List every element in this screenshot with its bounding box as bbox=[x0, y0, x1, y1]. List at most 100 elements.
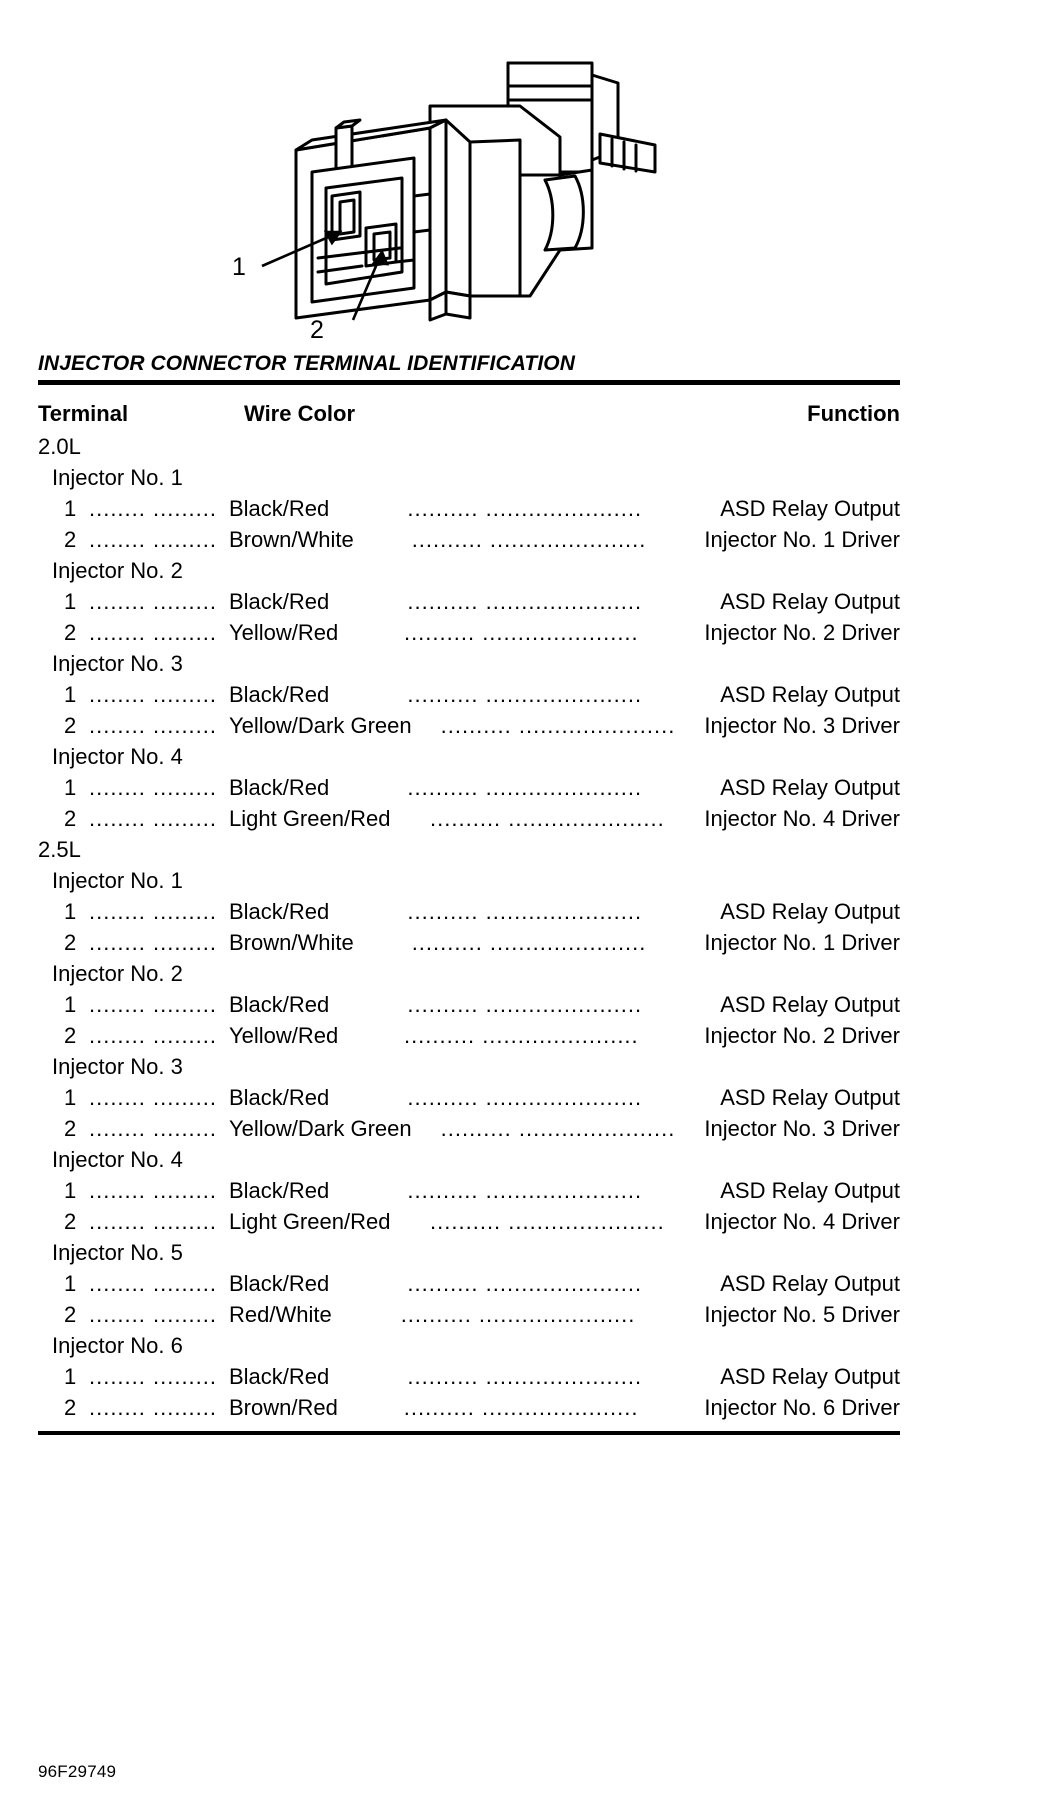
table-row: 2 ........ ......... Red/White .......... .… bbox=[38, 1299, 900, 1330]
column-header-terminal: Terminal bbox=[38, 401, 129, 427]
table-row: 1 ........ ......... Black/Red .......... .… bbox=[38, 1268, 900, 1299]
table-row: 2........ .........Yellow/Dark Green....… bbox=[38, 710, 900, 741]
engine-group-header: 2.5L bbox=[38, 837, 81, 863]
table-row: 1........ .........Black/Red.......... .… bbox=[38, 896, 900, 927]
table-row: 2........ .........Light Green/Red......… bbox=[38, 1206, 900, 1237]
dot-leader: .......... ...................... bbox=[440, 713, 676, 739]
dot-leader: ........ ......... bbox=[88, 1271, 218, 1297]
injector-group-header: Injector No. 1 bbox=[52, 868, 183, 894]
cell-wire-color: Light Green/Red bbox=[229, 1209, 391, 1235]
dot-leader: .......... ...................... bbox=[403, 1023, 639, 1049]
table-row: 1........ .........Black/Red.......... .… bbox=[38, 586, 900, 617]
cell-wire-color: Black/Red bbox=[229, 1085, 330, 1111]
dot-leader: .......... ...................... bbox=[411, 930, 647, 956]
cell-function: ASD Relay Output bbox=[720, 1085, 900, 1111]
dot-leader: ........ ......... bbox=[88, 1302, 218, 1328]
cell-terminal: 2 bbox=[64, 1209, 77, 1235]
cell-wire-color: Black/Red bbox=[229, 1271, 330, 1297]
injector-group-header: Injector No. 4 bbox=[52, 1147, 183, 1173]
dot-leader: .......... ...................... bbox=[407, 1085, 643, 1111]
cell-function: ASD Relay Output bbox=[720, 899, 900, 925]
cell-wire-color: Black/Red bbox=[229, 682, 330, 708]
cell-function: Injector No. 2 Driver bbox=[704, 1023, 900, 1049]
cell-terminal: 1 bbox=[64, 1085, 77, 1111]
table-row: 1........ .........Black/Red.......... .… bbox=[38, 679, 900, 710]
cell-wire-color: Brown/White bbox=[229, 930, 354, 956]
dot-leader: ........ ......... bbox=[88, 899, 218, 925]
table-row: 2........ .........Brown/Red.......... .… bbox=[38, 1392, 900, 1423]
dot-leader: .......... ...................... bbox=[407, 1178, 643, 1204]
column-header-function: Function bbox=[807, 401, 900, 427]
cell-terminal: 2 bbox=[64, 1302, 77, 1328]
cell-wire-color: Yellow/Dark Green bbox=[229, 1116, 412, 1142]
cell-terminal: 2 bbox=[64, 527, 77, 553]
dot-leader: .......... ...................... bbox=[430, 1209, 665, 1235]
dot-leader: .......... ...................... bbox=[403, 620, 639, 646]
dot-leader: .......... ...................... bbox=[440, 1116, 676, 1142]
cell-terminal: 1 bbox=[64, 682, 77, 708]
dot-leader: ........ ......... bbox=[88, 1364, 218, 1390]
cell-wire-color: Red/White bbox=[229, 1302, 332, 1328]
callout-label-1: 1 bbox=[232, 253, 246, 281]
injector-terminal-table: INJECTOR CONNECTOR TERMINAL IDENTIFICATI… bbox=[38, 352, 900, 1436]
cell-wire-color: Black/Red bbox=[229, 775, 330, 801]
table-row: 1 ........ ......... Black/Red .......... .… bbox=[38, 1082, 900, 1113]
table-row: 2........ .........Yellow/Red.......... … bbox=[38, 1020, 900, 1051]
cell-function: ASD Relay Output bbox=[720, 589, 900, 615]
dot-leader: ........ ......... bbox=[88, 806, 218, 832]
dot-leader: ........ ......... bbox=[88, 1085, 218, 1111]
dot-leader: ........ ......... bbox=[88, 589, 218, 615]
cell-terminal: 2 bbox=[64, 713, 77, 739]
cell-wire-color: Light Green/Red bbox=[229, 806, 391, 832]
cell-terminal: 1 bbox=[64, 1271, 77, 1297]
table-row: 2........ .........Yellow/Dark Green....… bbox=[38, 1113, 900, 1144]
injector-group-header: Injector No. 2 bbox=[52, 558, 183, 584]
cell-function: ASD Relay Output bbox=[720, 775, 900, 801]
cell-terminal: 1 bbox=[64, 775, 77, 801]
cell-function: ASD Relay Output bbox=[720, 682, 900, 708]
dot-leader: ........ ......... bbox=[88, 930, 218, 956]
table-row: 1........ .........Black/Red.......... .… bbox=[38, 772, 900, 803]
table-row: 2 ........ ......... Brown/White..........… bbox=[38, 927, 900, 958]
table-row: 2........ .........Brown/White..........… bbox=[38, 524, 900, 555]
cell-terminal: 1 bbox=[64, 589, 77, 615]
dot-leader: .......... ...................... bbox=[407, 775, 643, 801]
cell-function: Injector No. 5 Driver bbox=[704, 1302, 900, 1328]
table-header-row: Terminal Wire Color Function bbox=[38, 385, 900, 431]
dot-leader: ........ ......... bbox=[88, 527, 218, 553]
cell-wire-color: Black/Red bbox=[229, 1364, 330, 1390]
cell-function: Injector No. 4 Driver bbox=[704, 1209, 900, 1235]
dot-leader: ........ ......... bbox=[88, 1395, 218, 1421]
dot-leader: .......... ...................... bbox=[407, 1271, 643, 1297]
cell-terminal: 2 bbox=[64, 930, 77, 956]
dot-leader: .......... ...................... bbox=[400, 1302, 636, 1328]
table-row: 2........ .........Light Green/Red......… bbox=[38, 803, 900, 834]
cell-terminal: 1 bbox=[64, 1178, 77, 1204]
cell-terminal: 1 bbox=[64, 1364, 77, 1390]
cell-function: ASD Relay Output bbox=[720, 992, 900, 1018]
cell-terminal: 1 bbox=[64, 496, 77, 522]
injector-group-header: Injector No. 3 bbox=[52, 1054, 183, 1080]
column-header-wire-color: Wire Color bbox=[244, 401, 356, 427]
table-row: 1........ .........Black/Red.......... .… bbox=[38, 1361, 900, 1392]
cell-function: Injector No. 6 Driver bbox=[704, 1395, 900, 1421]
connector-drawing: 1 2 bbox=[232, 61, 657, 344]
injector-group-header: Injector No. 4 bbox=[52, 744, 183, 770]
cell-terminal: 2 bbox=[64, 806, 77, 832]
cell-terminal: 2 bbox=[64, 620, 77, 646]
dot-leader: ........ ......... bbox=[88, 992, 218, 1018]
cell-function: Injector No. 3 Driver bbox=[704, 1116, 900, 1142]
cell-wire-color: Brown/White bbox=[229, 527, 354, 553]
injector-connector-figure: 1 2 bbox=[0, 0, 1038, 348]
dot-leader: ........ ......... bbox=[88, 620, 218, 646]
table-row: 1........ .........Black/Red.......... .… bbox=[38, 493, 900, 524]
cell-terminal: 1 bbox=[64, 992, 77, 1018]
cell-terminal: 2 bbox=[64, 1023, 77, 1049]
injector-group-header: Injector No. 3 bbox=[52, 651, 183, 677]
injector-group-header: Injector No. 5 bbox=[52, 1240, 183, 1266]
cell-terminal: 2 bbox=[64, 1395, 77, 1421]
cell-wire-color: Black/Red bbox=[229, 899, 330, 925]
cell-wire-color: Yellow/Dark Green bbox=[229, 713, 412, 739]
injector-group-header: Injector No. 6 bbox=[52, 1333, 183, 1359]
